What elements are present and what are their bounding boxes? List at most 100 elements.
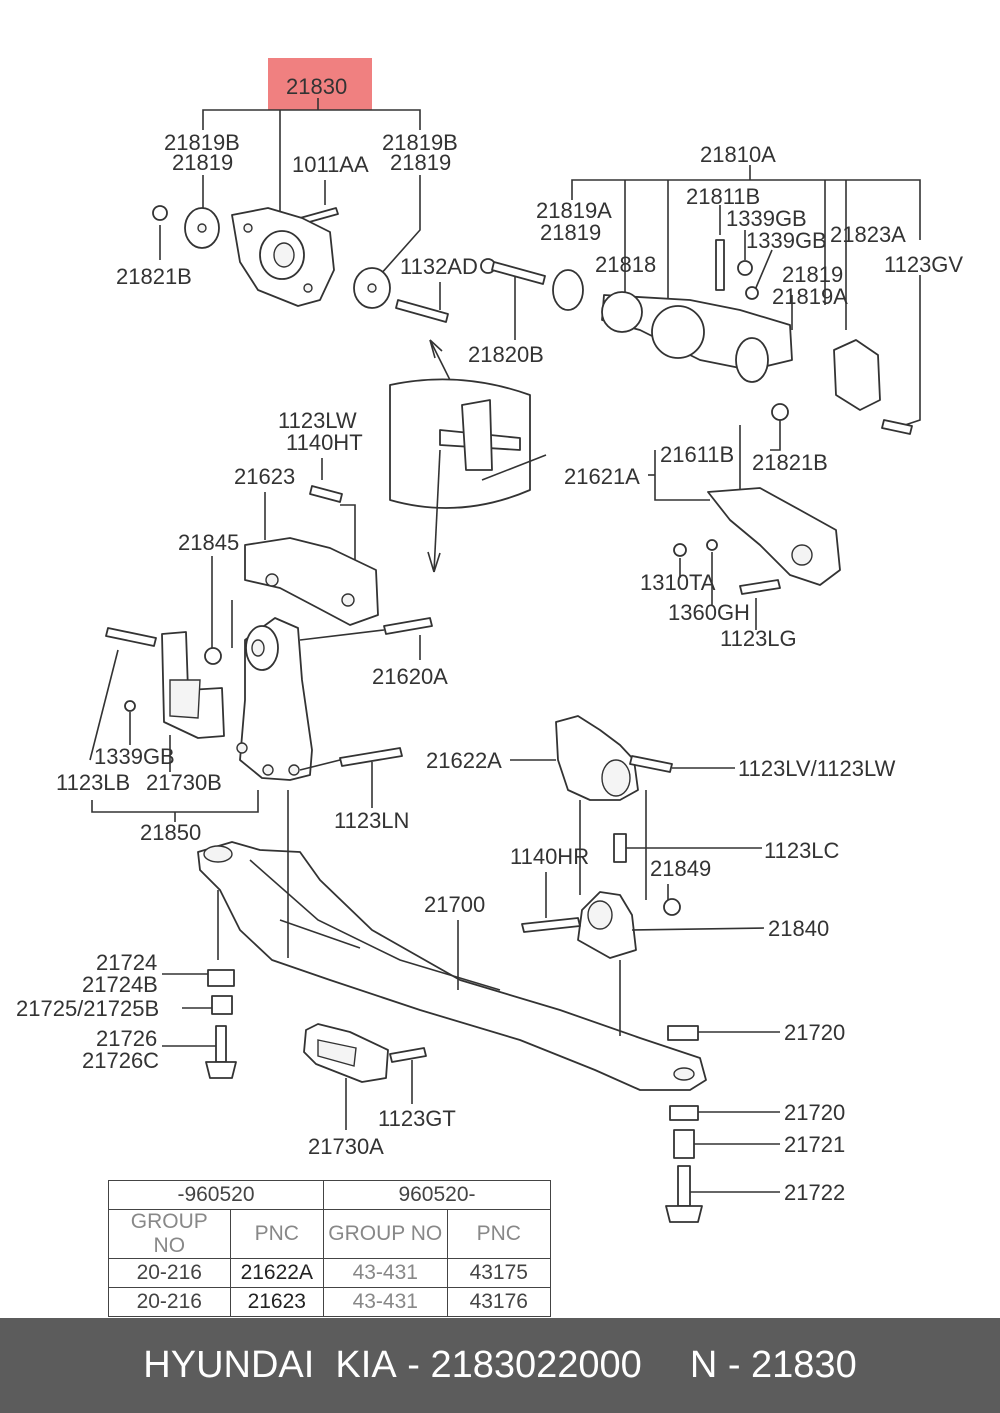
bolt-1123lv-lw [629,755,673,773]
callout-21820b: 21820B [468,342,544,367]
table-period-row: -960520 960520- [108,1180,551,1210]
callout-1123ln: 1123LN [334,808,409,833]
cell-group-1: 20-216 [108,1258,231,1288]
header-group-no-2: GROUP NO [323,1209,448,1259]
callout-1123lb: 1123LB [56,770,130,795]
callout-21823a: 21823A [830,222,906,247]
callout-21730a: 21730A [308,1134,384,1159]
bolt-1132ad [395,299,449,323]
callout-1339gb-b: 1339GB [746,228,827,253]
bolt-1140hr [521,917,581,933]
callout-21620a: 21620A [372,664,448,689]
bracket-21823a [833,339,881,411]
callout-21621a: 21621A [564,464,640,489]
callout-21730b: 21730B [146,770,222,795]
callout-21821b-bottom: 21821B [752,450,828,475]
bolt-1140ht [309,485,343,503]
bolt-1123lc [613,833,627,863]
cell-pnc-2[interactable]: 43176 [446,1287,552,1317]
cell-group-1: 20-216 [108,1287,231,1317]
callout-21819b-left: 21819B [164,130,240,155]
header-pnc-2: PNC [446,1209,552,1259]
group-pnc-table: -960520 960520- GROUP NO PNC GROUP NO PN… [108,1180,552,1317]
nut-21821b-top [152,205,168,221]
callout-1339gb-c: 1339GB [94,744,175,769]
bushing-21724 [207,969,235,987]
crossmember-21700[interactable] [197,841,707,1091]
callout-1360gh: 1360GH [668,600,750,625]
callout-21811b: 21811B [686,184,760,209]
spacer-21725 [211,995,233,1015]
header-group-no-1: GROUP NO [108,1209,231,1259]
callout-21623: 21623 [234,464,295,489]
parts-diagram: 21830 21819B 21819 21819B 21819 1011AA 2… [16,58,963,1223]
callout-1123gt: 1123GT [378,1106,456,1131]
callout-21700: 21700 [424,892,485,917]
callout-21819-left: 21819 [172,150,233,175]
bolt-21820b [491,261,546,285]
bracket-21623[interactable] [244,537,379,626]
callout-21821b-top: 21821B [116,264,192,289]
cell-pnc-2[interactable]: 43175 [446,1258,552,1288]
callout-1140ht: 1140HT [286,430,363,455]
footer-n-label: N - [689,1344,752,1386]
bushing-21720-bottom [669,1105,699,1121]
callout-1132ad: 1132AD [400,254,478,279]
table-header-row: GROUP NO PNC GROUP NO PNC [108,1209,552,1259]
nut-21849 [663,898,681,916]
cell-pnc-1[interactable]: 21622A [229,1258,325,1288]
callout-1123gv: 1123GV [884,252,963,277]
bushing-21720-top [667,1025,699,1041]
header-pnc-1: PNC [229,1209,325,1259]
bolt-21726 [215,1025,227,1063]
callout-1310ta: 1310TA [640,570,716,595]
bolt-1123ln [339,747,403,767]
bolt-21620a [383,617,433,635]
callout-21819-top: 21819 [540,220,601,245]
period-before-cell: -960520 [108,1180,324,1210]
callout-21721: 21721 [784,1132,845,1157]
highlight-box [268,58,372,110]
bracket-21621a[interactable] [707,487,841,586]
bolt-1123gt [389,1047,427,1063]
callout-21724b: 21724B [82,972,158,997]
callout-1123lc: 1123LC [764,838,840,863]
bolt-21811b [715,239,725,291]
cell-pnc-1[interactable]: 21623 [229,1287,325,1317]
bolt-1123lg [739,579,781,595]
footer-part-number: 2183022000 [430,1344,642,1386]
callout-1123lg: 1123LG [720,626,797,651]
table-row: 20-216 21622A 43-431 43175 [108,1258,552,1288]
callout-21850: 21850 [140,820,201,845]
table-row: 20-216 21623 43-431 43176 [108,1287,552,1317]
callout-1011aa: 1011AA [292,152,369,177]
footer-brand: HYUNDAI KIA [143,1344,397,1386]
callout-21819a-mid: 21819A [772,284,848,309]
washer-21819a [552,269,584,311]
callout-1123lv-lw: 1123LV/1123LW [738,756,896,781]
period-after-cell: 960520- [323,1180,551,1210]
spacer-21721 [673,1129,695,1159]
callout-21622a: 21622A [426,748,502,773]
callout-21725: 21725/21725B [16,996,159,1021]
callout-21830[interactable]: 21830 [286,74,347,99]
callout-21819-mid: 21819 [782,262,843,287]
callout-21726c: 21726C [82,1048,159,1073]
callout-21810a: 21810A [700,142,776,167]
callout-21840: 21840 [768,916,829,941]
callout-21849: 21849 [650,856,711,881]
cell-group-2: 43-431 [323,1287,448,1317]
callout-21819-right: 21819 [390,150,451,175]
callout-21819a-top: 21819A [536,198,612,223]
callout-21845: 21845 [178,530,239,555]
callout-21720-top: 21720 [784,1020,845,1045]
nut-21845 [204,647,222,665]
callout-21819b-right: 21819B [382,130,458,155]
callout-21720-bottom: 21720 [784,1100,845,1125]
callout-21726: 21726 [96,1026,157,1051]
nut-21821b-bottom [771,403,789,421]
bolt-1123lb [105,627,157,647]
callout-21722: 21722 [784,1180,845,1205]
callout-21724: 21724 [96,950,157,975]
